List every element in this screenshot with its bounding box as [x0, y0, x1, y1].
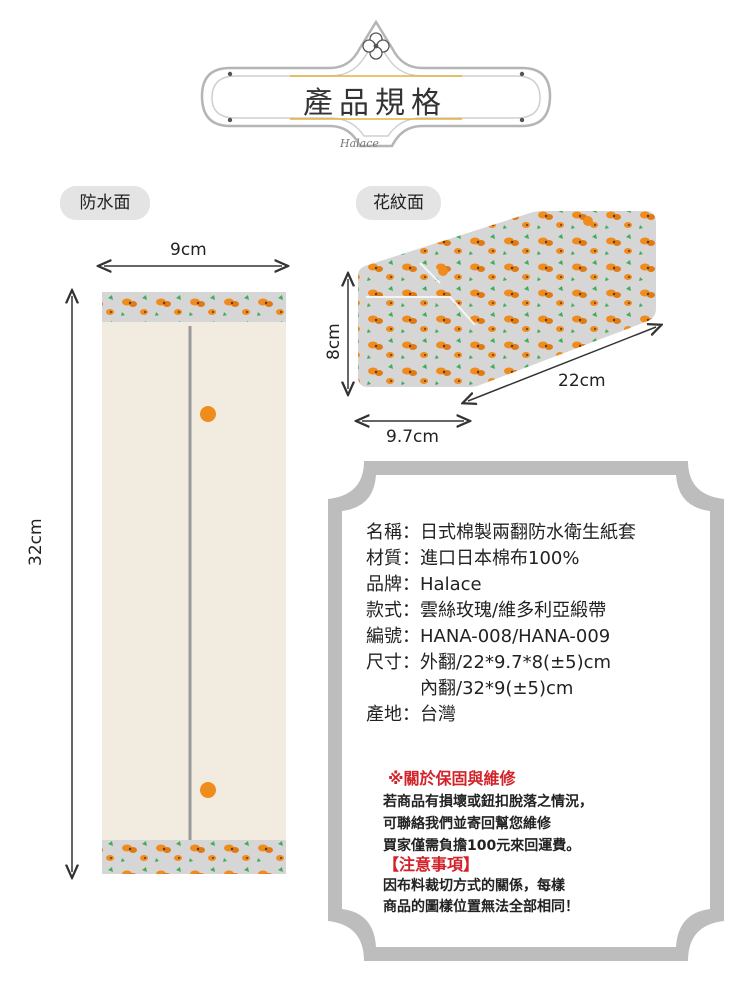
warranty-line: 可聯絡我們並寄回幫您維修: [383, 816, 551, 832]
title-frame: [200, 19, 552, 148]
flower-icon: [362, 32, 390, 60]
spec-origin: 產地：台灣: [366, 704, 456, 725]
brand-signature: Halace: [340, 137, 379, 150]
spec-name: 名稱：日式棉製兩翻防水衛生紙套: [366, 522, 636, 543]
box-diagram: [330, 211, 670, 440]
warranty-heading: ※關於保固與維修: [388, 769, 516, 788]
waterproof-side-label: 防水面: [60, 186, 150, 220]
warranty-line: 若商品有損壞或鈕扣脫落之情況，: [383, 794, 593, 810]
sheet-diagram: [50, 240, 310, 970]
spec-size-outer: 尺寸：外翻/22*9.7*8(±5)cm: [366, 652, 612, 673]
pattern-side-label: 花紋面: [356, 186, 441, 220]
spec-size-inner: 內翻/32*9(±5)cm: [366, 678, 574, 699]
notice-heading: 【注意事項】: [383, 855, 480, 874]
box-depth-label: 9.7cm: [386, 427, 439, 447]
box-length-label: 22cm: [558, 371, 606, 391]
spec-style: 款式：雲絲玫瑰/維多利亞緞帶: [366, 600, 607, 621]
sheet-width-label: 9cm: [170, 240, 207, 260]
warranty-line: 買家僅需負擔100元來回運費。: [383, 838, 581, 854]
spec-material: 材質：進口日本棉布100%: [366, 548, 580, 569]
sheet-length-label: 32cm: [26, 518, 46, 566]
spec-model: 編號：HANA-008/HANA-009: [366, 626, 611, 647]
notice-line: 因布料裁切方式的關係，每樣: [383, 878, 565, 894]
notice-line: 商品的圖樣位置無法全部相同！: [383, 899, 579, 915]
spec-frame: [328, 461, 724, 961]
page-title: 產品規格: [303, 86, 447, 121]
spec-brand: 品牌：Halace: [366, 574, 482, 595]
box-height-label: 8cm: [324, 323, 344, 360]
